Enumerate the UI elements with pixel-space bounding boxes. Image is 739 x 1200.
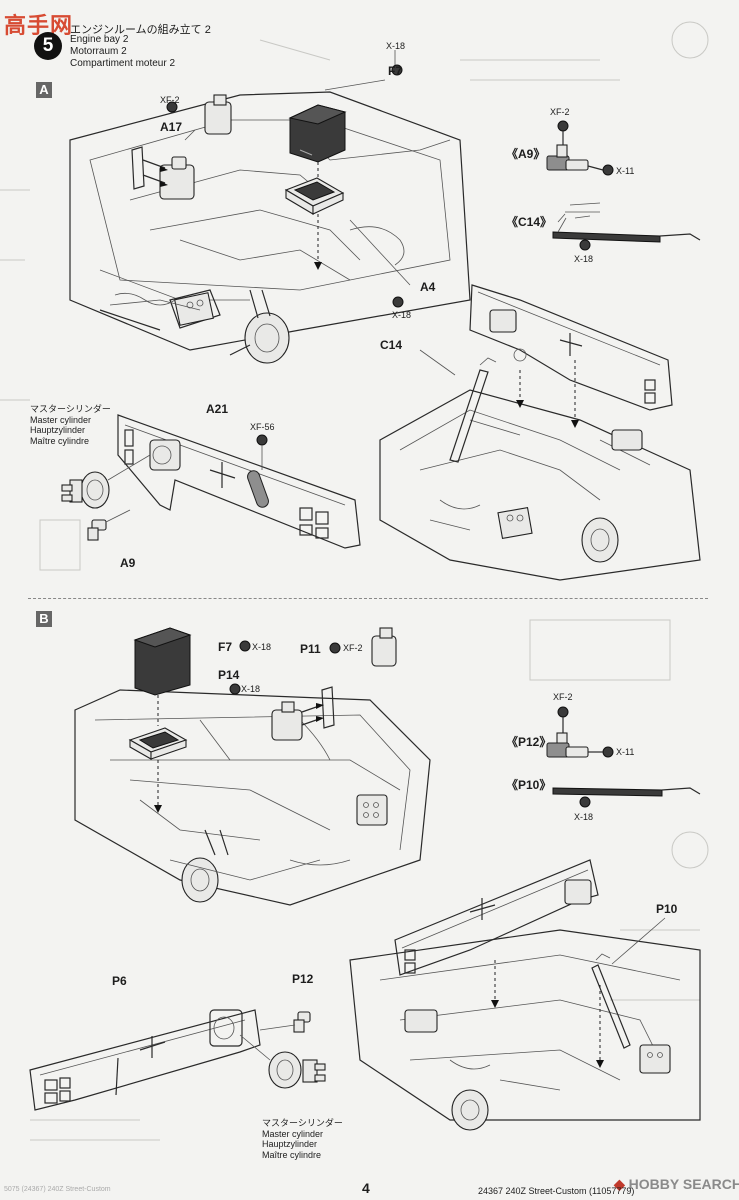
panel-divider: [28, 598, 708, 599]
panel-a-firewall: [61, 414, 361, 549]
b-p12-label: P12: [292, 972, 314, 986]
b-master-cylinder-caption: マスターシリンダー Master cylinder Hauptzylinder …: [262, 1118, 343, 1160]
step-title-de: Motorraum 2: [70, 46, 127, 57]
hobby-search-text: HOBBY SEARCH: [628, 1176, 739, 1192]
a-f7-label: F7: [388, 64, 403, 78]
panel-a-tag: A: [36, 82, 52, 98]
footer-product-code: 24367 240Z Street-Custom (11057779): [478, 1186, 635, 1196]
a-c14-ref-label: 《C14》: [506, 215, 553, 229]
a-a9-side-label: X-11: [616, 166, 635, 176]
footer-fine-print: 5075 (24367) 240Z Street-Custom: [4, 1186, 111, 1193]
a4-tray: [284, 177, 345, 215]
b-p12-top-label: XF-2: [553, 692, 573, 702]
a-mc-jp: マスターシリンダー: [30, 404, 111, 414]
b-mc-jp: マスターシリンダー: [262, 1118, 343, 1128]
b-p14-tray: [128, 727, 188, 760]
a-a9-ref-label: 《A9》: [506, 147, 546, 161]
bleed-through-ghosts: [0, 21, 709, 1141]
b-p14-label: P14: [218, 668, 240, 682]
step-title-fr: Compartiment moteur 2: [70, 58, 176, 69]
a-master-cylinder-caption: マスターシリンダー Master cylinder Hauptzylinder …: [30, 404, 111, 446]
b-p10-screw-label: X-18: [574, 812, 594, 822]
b-f7-label: F7: [218, 640, 233, 654]
a-mc-en: Master cylinder: [30, 414, 92, 425]
page-number: 4: [362, 1180, 370, 1196]
b-p11-paint-label: XF-2: [343, 643, 363, 653]
b-p10-ref-label: 《P10》: [506, 778, 552, 792]
a-a4-label: A4: [420, 280, 436, 294]
b-mc-en: Master cylinder: [262, 1128, 324, 1139]
a17-part: [159, 94, 232, 200]
b-p11-label: P11: [300, 642, 321, 656]
a-a4-screw-label: X-18: [392, 310, 412, 320]
a-f7-screw-label: X-18: [386, 41, 406, 51]
b-p6-label: P6: [112, 974, 127, 988]
b-mc-de: Hauptzylinder: [262, 1139, 318, 1149]
b-mc-fr: Maître cylindre: [262, 1149, 322, 1160]
panel-b-side-refs: [546, 706, 701, 808]
a-c14-label: C14: [380, 338, 403, 352]
b-p12-ref-label: 《P12》: [506, 735, 552, 749]
step-number-badge: 5: [34, 32, 62, 60]
a-a17-screw-label: XF-2: [160, 95, 180, 105]
a-a17-label: A17: [160, 120, 183, 134]
top-left-watermark: 高手网: [4, 13, 74, 38]
a-a9-top-label: XF-2: [550, 107, 570, 117]
b-f7-screw-label: X-18: [252, 642, 272, 652]
panel-b-chassis: [74, 627, 431, 906]
screw-markers: [166, 64, 404, 695]
b-f7-battery: [133, 627, 192, 696]
panel-a-engine-bay: [379, 284, 701, 581]
panel-b-engine-bay: [349, 859, 701, 1131]
panel-b-tag: B: [36, 611, 52, 627]
a-c14-screw-label: X-18: [574, 254, 594, 264]
a-a21-label: A21: [206, 402, 229, 416]
a-mc-fr: Maître cylindre: [30, 435, 90, 446]
a-a21-paint-label: XF-56: [250, 422, 275, 432]
a-a9-label: A9: [120, 556, 136, 570]
b-master-cylinder-part: [268, 1051, 326, 1089]
b-p10-label: P10: [656, 902, 678, 916]
step-title-en: Engine bay 2: [70, 34, 129, 45]
b-p12-side-label: X-11: [616, 747, 635, 757]
panel-a-chassis: [69, 50, 471, 364]
a-master-cylinder-part: [61, 471, 110, 509]
hobby-search-watermark: ◆ HOBBY SEARCH: [614, 1176, 739, 1193]
panel-a-side-refs: [546, 120, 701, 251]
hobby-search-logo-icon: ◆: [614, 1176, 625, 1192]
f7-battery: [288, 104, 347, 163]
panel-b-firewall: [29, 1009, 326, 1111]
step-title-jp: エンジンルームの組み立て 2: [70, 24, 211, 36]
a-mc-de: Hauptzylinder: [30, 425, 86, 435]
b-p14-screw-label: X-18: [241, 684, 261, 694]
